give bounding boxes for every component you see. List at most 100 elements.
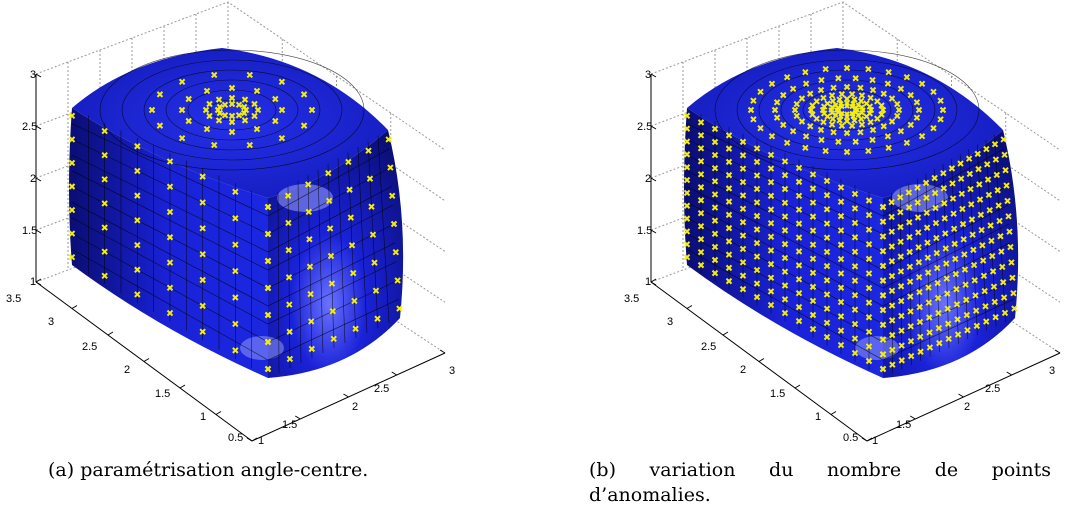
marker-x <box>848 90 856 98</box>
marker-x <box>857 97 865 105</box>
marker-x <box>888 272 896 280</box>
marker-x <box>305 208 313 216</box>
marker-x <box>232 294 239 301</box>
marker-x <box>824 100 831 107</box>
marker-x <box>923 194 930 202</box>
marker-x <box>961 251 968 258</box>
marker-x <box>865 226 873 233</box>
marker-x <box>888 243 896 250</box>
marker-x <box>837 270 845 277</box>
marker-x <box>101 248 108 255</box>
x-tick <box>246 437 253 442</box>
marker-x <box>992 314 999 321</box>
marker-x <box>897 223 904 231</box>
marker-x <box>884 80 892 87</box>
marker-x <box>352 325 359 332</box>
marker-x <box>228 94 236 102</box>
marker-x <box>228 118 236 126</box>
x-tick-label: 2.5 <box>374 383 389 395</box>
marker-x <box>906 233 913 241</box>
mesh-line <box>71 154 392 253</box>
marker-x <box>898 342 905 349</box>
marker-x <box>851 205 859 212</box>
marker-x <box>768 80 776 88</box>
marker-x <box>962 281 969 288</box>
marker-x <box>802 144 809 152</box>
marker-x <box>823 220 831 227</box>
marker-x <box>753 185 761 193</box>
marker-x <box>925 299 933 306</box>
marker-x <box>264 338 272 346</box>
marker-x <box>390 220 398 228</box>
marker-x <box>851 263 859 270</box>
marker-x <box>781 240 789 248</box>
y-tick <box>35 278 42 283</box>
marker-x <box>865 343 873 350</box>
marker-x <box>869 76 876 84</box>
marker-x <box>725 171 733 179</box>
z-tick <box>650 177 657 182</box>
marker-x <box>839 110 845 117</box>
marker-x <box>739 178 747 186</box>
marker-x <box>931 189 939 197</box>
marker-x <box>898 327 905 334</box>
marker-x <box>964 326 971 334</box>
subfigure-b: 3 2.5 2 1.5 1 3.5 3 2.5 2 1.5 1 0.5 1 1.… <box>539 0 1078 526</box>
marker-x <box>757 88 764 95</box>
mesh-line <box>686 170 1008 271</box>
marker-x <box>781 185 789 193</box>
marker-x <box>739 259 747 266</box>
marker-x <box>880 90 887 97</box>
marker-x <box>773 114 781 121</box>
marker-x <box>817 126 825 134</box>
marker-x <box>863 113 870 120</box>
marker-x <box>939 106 947 114</box>
marker-x <box>232 188 239 196</box>
marker-x <box>837 212 845 220</box>
marker-x <box>286 355 294 363</box>
marker-x <box>232 347 239 354</box>
marker-x <box>894 112 901 120</box>
marker-x <box>843 64 851 72</box>
marker-x <box>739 272 747 279</box>
marker-x <box>822 65 829 73</box>
marker-x <box>865 357 873 365</box>
marker-x <box>823 277 831 284</box>
marker-x <box>905 189 913 196</box>
marker-x <box>221 111 229 119</box>
marker-x <box>347 214 355 221</box>
marker-x <box>185 95 192 103</box>
marker-x <box>791 106 799 114</box>
marker-x <box>216 103 224 111</box>
marker-x <box>941 200 948 207</box>
z-tick <box>650 125 657 130</box>
marker-x <box>711 256 719 264</box>
marker-x <box>697 222 705 230</box>
y-tick <box>794 384 801 389</box>
marker-x <box>1001 151 1008 158</box>
marker-x <box>888 228 895 235</box>
marker-x <box>1001 309 1009 317</box>
marker-x <box>807 106 815 114</box>
marker-x <box>879 351 887 358</box>
marker-x <box>346 186 353 193</box>
marker-x <box>711 230 719 237</box>
marker-x <box>101 127 108 135</box>
marker-x <box>869 86 877 94</box>
marker-x <box>783 73 791 81</box>
marker-x <box>963 311 971 319</box>
marker-x <box>983 145 990 153</box>
marker-x <box>879 306 887 314</box>
marker-x <box>979 242 986 249</box>
marker-x <box>888 302 896 309</box>
marker-x <box>802 68 809 76</box>
marker-x <box>823 234 831 241</box>
marker-x <box>935 309 942 317</box>
marker-x <box>924 269 932 276</box>
marker-x <box>859 104 865 111</box>
mesh-ring <box>758 69 936 151</box>
marker-x <box>68 253 76 261</box>
marker-x <box>232 215 239 222</box>
z-tick <box>650 73 657 78</box>
marker-x <box>1010 290 1017 297</box>
